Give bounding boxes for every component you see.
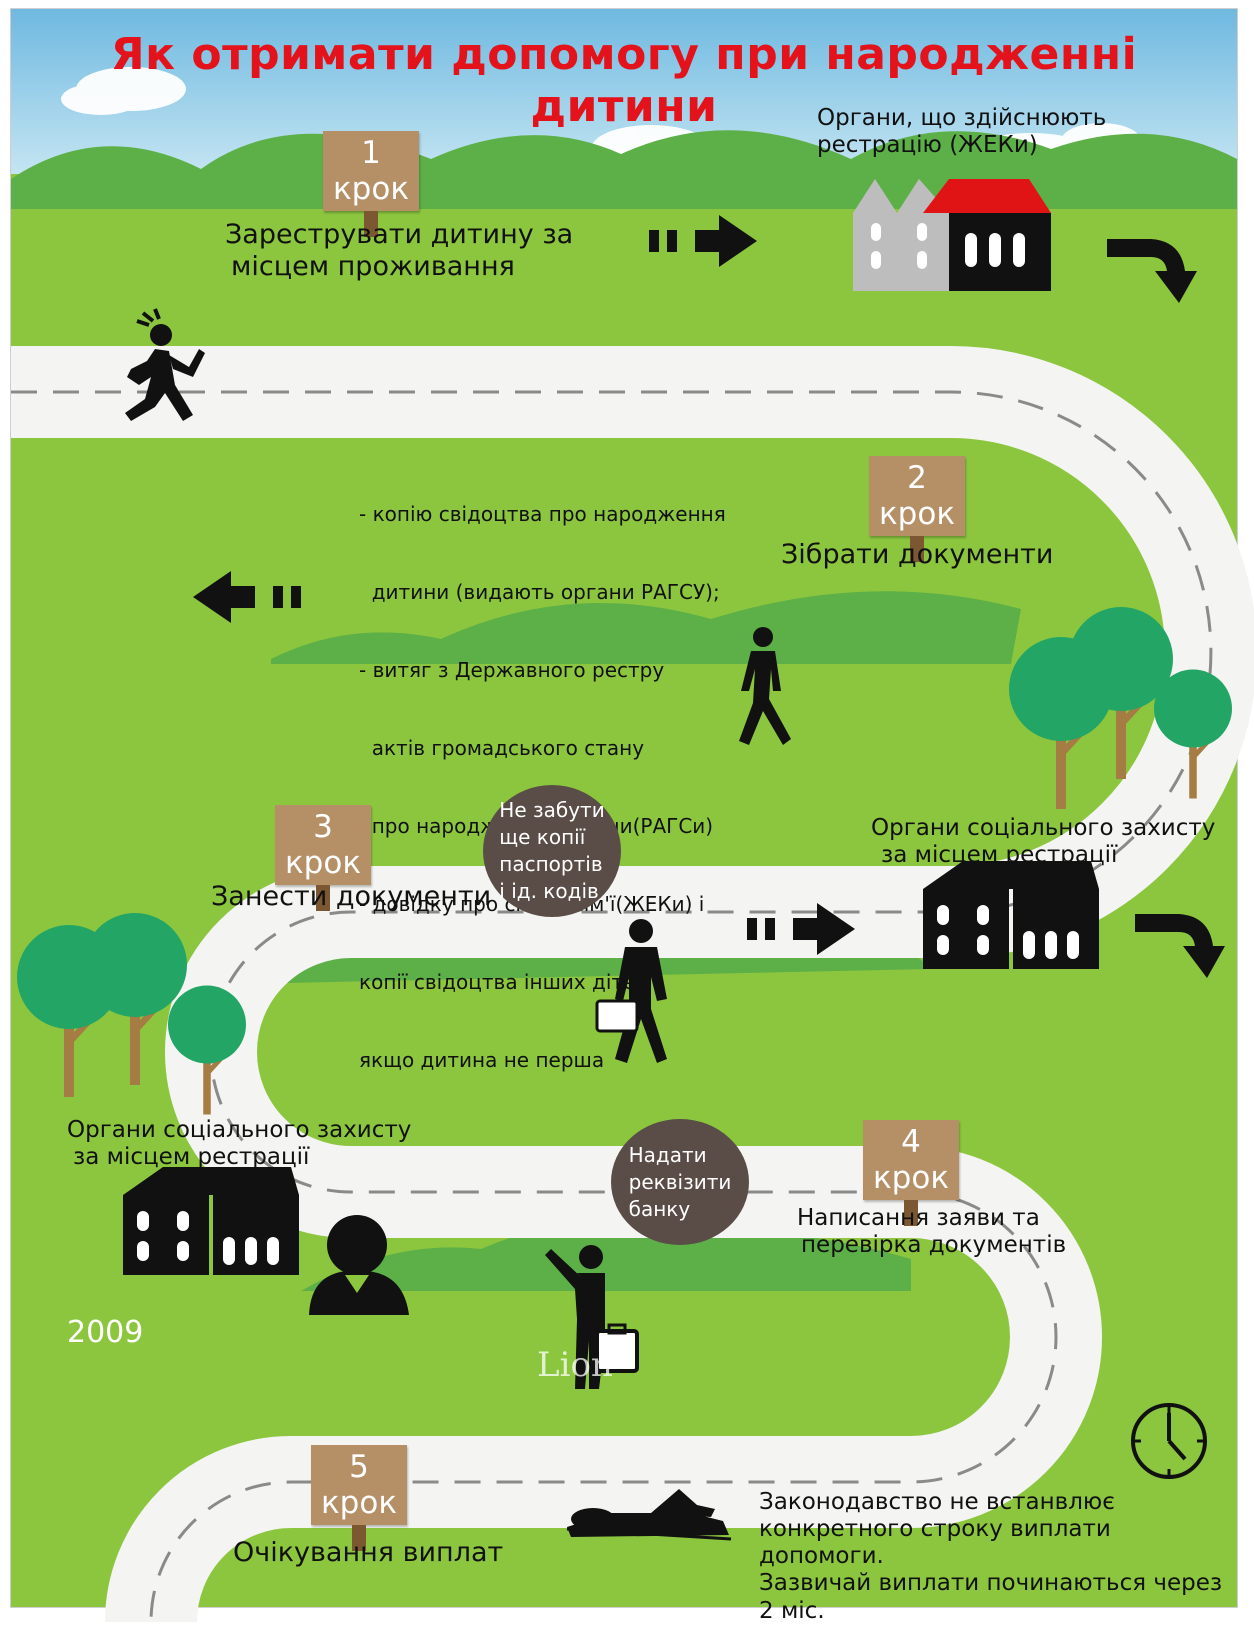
step-1-text: Зареструвати дитину за місцем проживання [225, 219, 573, 283]
bubble-line: паспортів [499, 852, 603, 876]
bubble-line: ще копії [499, 825, 586, 849]
step-1-text-line: місцем проживання [231, 250, 515, 282]
document-item: - копію свідоцтва про народження [359, 502, 726, 526]
house-icon [853, 179, 1051, 291]
step-3-text: Занести документи [211, 881, 492, 912]
step-4-agency-line: за місцем рестрації [73, 1144, 310, 1171]
step-3-speech-bubble: Не забути ще копії паспортів і ід. кодів [483, 785, 621, 917]
step-5-note-line: конкретного строку виплати допомоги. [759, 1516, 1111, 1570]
step-5-note: Законодавство не встанвлює конкретного с… [759, 1489, 1237, 1625]
step-2-documents-list: - копію свідоцтва про народження дитини … [359, 449, 726, 1099]
document-item: копії свідоцтва інших дітей [359, 970, 649, 994]
step-5-sign: 5 крок [311, 1445, 407, 1551]
step-2-text: Зібрати документи [781, 539, 1054, 570]
winding-road [11, 346, 1254, 1624]
step-3-agency-line: Органи соціального захисту [871, 815, 1216, 841]
step-3-sign: 3 крок [275, 805, 371, 911]
watermark: Lion [537, 1345, 613, 1385]
step-1-text-line: Зареструвати дитину за [225, 219, 574, 250]
document-item: актів громадського стану [359, 736, 645, 760]
step-3-agency: Органи соціального захисту за місцем рес… [871, 815, 1215, 869]
user-avatar-icon [309, 1215, 409, 1315]
sleeping-person-icon [566, 1489, 732, 1541]
bubble-line: Надати [628, 1142, 707, 1167]
step-1-agency-line: Органи, що здійснюють [817, 105, 1107, 131]
page-title: Як отримати допомогу при народженні дити… [110, 29, 1138, 132]
step-3-agency-line: за місцем рестрації [881, 842, 1118, 869]
step-1-sign: 1 крок [323, 131, 419, 237]
step-4-agency: Органи соціального захисту за місцем рес… [67, 1117, 411, 1171]
step-5-note-line: Зазвичай виплати починаються через 2 міс… [759, 1570, 1223, 1624]
bubble-line: реквізити [628, 1169, 732, 1194]
clock-icon [1131, 1403, 1207, 1479]
step-2-sign: 2 крок [869, 456, 965, 562]
bubble-line: Не забути [499, 798, 605, 822]
step-4-speech-bubble: Надати реквізити банку [611, 1119, 749, 1245]
step-4-sign: 4 крок [863, 1120, 959, 1226]
scene [11, 9, 1254, 1624]
step-4-text: Написання заяви та перевірка документів [797, 1205, 1066, 1259]
step-1-agency-line: рестрацію (ЖЕКи) [817, 132, 1038, 159]
step-4-text-line: перевірка документів [801, 1232, 1067, 1259]
step-5-note-line: Законодавство не встанвлює [759, 1489, 1115, 1515]
step-4-agency-line: Органи соціального захисту [67, 1117, 412, 1143]
step-1-agency: Органи, що здійснюють рестрацію (ЖЕКи) [817, 105, 1106, 159]
step-5-text: Очікування виплат [233, 1537, 504, 1568]
step-4-text-line: Написання заяви та [797, 1205, 1040, 1231]
bubble-line: банку [628, 1196, 691, 1221]
infographic: Як отримати допомогу при народженні дити… [10, 8, 1254, 1624]
year-label: 2009 [67, 1315, 144, 1350]
document-item: - витяг з Державного рестру [359, 658, 665, 682]
bubble-line: і ід. кодів [499, 879, 599, 903]
document-item: дитини (видають органи РАГСУ); [359, 580, 720, 604]
document-item: якщо дитина не перша [359, 1048, 605, 1072]
